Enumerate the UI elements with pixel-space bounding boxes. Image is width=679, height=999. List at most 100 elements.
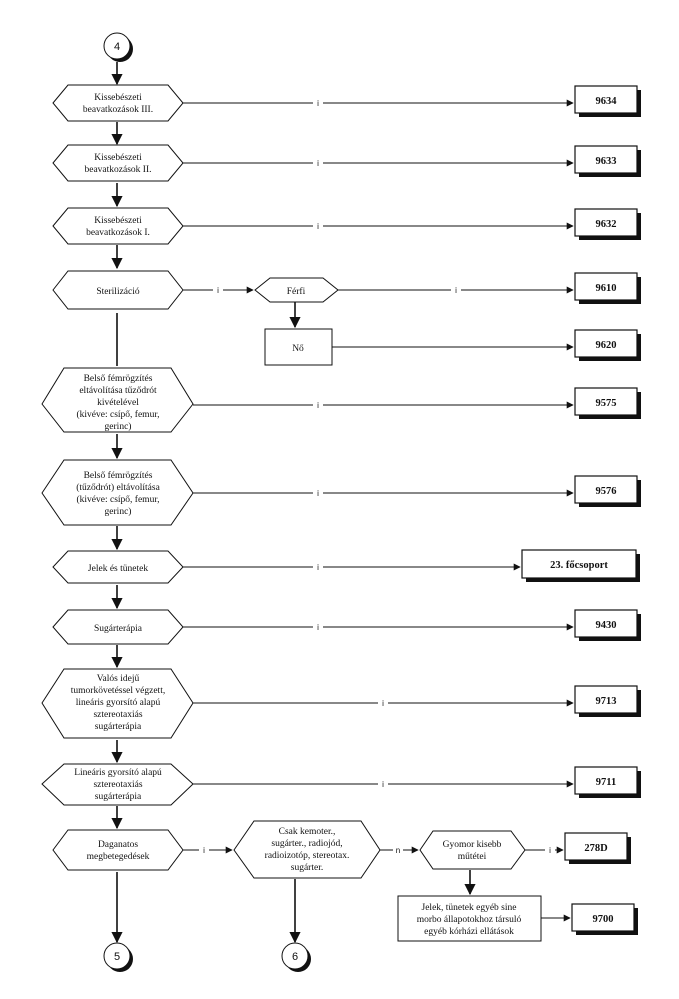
- node-label-line: Valós idejű: [97, 674, 140, 684]
- code-box-9620[interactable]: 9620: [574, 329, 641, 361]
- code-box-23-focsoport[interactable]: 23. főcsoport: [521, 549, 640, 582]
- decision-jelek-es-tunetek[interactable]: Jelek és tünetek: [52, 550, 184, 584]
- edge-label-i: i: [317, 159, 319, 168]
- connector-bottom-left[interactable]: 5: [103, 942, 133, 972]
- code-label: 9633: [596, 156, 617, 167]
- code-box-9711[interactable]: 9711: [574, 766, 641, 798]
- node-label-line: radioizotóp, stereotax.: [265, 851, 350, 861]
- decision-kissebeszeti-3[interactable]: Kissebészeti beavatkozások III.: [52, 84, 184, 122]
- code-label: 9575: [596, 398, 617, 409]
- decision-sterilizacio[interactable]: Sterilizáció: [52, 270, 184, 310]
- node-label-line: lineáris gyorsító alapú: [76, 698, 161, 708]
- node-label-line: Belső fémrögzítés: [84, 470, 153, 481]
- edge-label-i: i: [317, 489, 319, 498]
- decision-sugarterapia[interactable]: Sugárterápia: [52, 609, 184, 645]
- node-label-line: beavatkozások I.: [86, 228, 150, 238]
- decision-belso-femrogzites-2[interactable]: Belső fémrögzítés (tűződrót) eltávolítás…: [41, 459, 194, 526]
- decision-kissebeszeti-2[interactable]: Kissebészeti beavatkozások II.: [52, 144, 184, 182]
- node-label-line: gerinc): [105, 421, 132, 432]
- code-box-9713[interactable]: 9713: [574, 685, 641, 717]
- edge-label-i: i: [317, 99, 319, 108]
- node-label-line: kivételével: [97, 398, 139, 408]
- code-label: 9713: [596, 696, 617, 707]
- code-label: 278D: [584, 843, 608, 854]
- node-label-line: sztereotaxiás: [93, 780, 142, 790]
- edge-label-n: n: [396, 846, 400, 855]
- node-label-line: Sugárterápia: [94, 624, 143, 634]
- code-label: 9634: [596, 96, 618, 107]
- node-label-line: Nő: [292, 344, 304, 354]
- process-no[interactable]: Nő: [264, 328, 333, 366]
- node-label-line: Kissebészeti: [94, 153, 142, 163]
- connector-top-label: 4: [114, 41, 120, 53]
- edge-label-i: i: [317, 401, 319, 410]
- code-box-9633[interactable]: 9633: [574, 145, 641, 177]
- node-label-line: Kissebészeti: [94, 216, 142, 226]
- edge-label-i: i: [317, 563, 319, 572]
- code-box-9430[interactable]: 9430: [574, 609, 641, 641]
- node-label-line: Daganatos: [98, 840, 138, 850]
- node-label-line: gerinc): [105, 506, 132, 517]
- node-label-line: megbetegedések: [87, 852, 150, 862]
- node-label-line: Gyomor kisebb: [443, 840, 502, 850]
- code-label: 9620: [596, 340, 617, 351]
- code-label: 9576: [596, 486, 617, 497]
- code-label: 9610: [596, 283, 617, 294]
- node-label-line: beavatkozások III.: [83, 105, 153, 115]
- node-label-line: egyéb kórházi ellátások: [424, 927, 514, 937]
- edge-label-i: i: [317, 222, 319, 231]
- node-label-line: Jelek és tünetek: [88, 564, 148, 574]
- node-label-line: Sterilizáció: [96, 287, 140, 297]
- main-spine: [111, 62, 476, 944]
- edge-label-i: i: [203, 846, 205, 855]
- edge-labels: i i i i i i i i i i i i n i: [199, 98, 555, 855]
- node-label-line: sugárter.: [291, 863, 323, 873]
- code-box-9610[interactable]: 9610: [574, 272, 641, 304]
- code-label: 23. főcsoport: [550, 560, 608, 571]
- connector-top[interactable]: 4: [103, 32, 133, 62]
- node-label-line: (kivéve: csípő, femur,: [77, 494, 160, 505]
- code-box-9634[interactable]: 9634: [574, 85, 641, 117]
- connector-bottom-left-label: 5: [114, 951, 120, 963]
- edge-label-i: i: [382, 780, 384, 789]
- process-jelek-egyeb[interactable]: Jelek, tünetek egyéb sine morbo állapoto…: [397, 895, 542, 942]
- edge-label-i: i: [217, 286, 219, 295]
- node-label-line: Férfi: [287, 286, 306, 297]
- node-label-line: sugárterápia: [95, 792, 142, 802]
- code-box-278d[interactable]: 278D: [564, 832, 631, 864]
- connector-bottom-mid[interactable]: 6: [281, 942, 311, 972]
- edge-label-i: i: [549, 846, 551, 855]
- decision-daganatos[interactable]: Daganatos megbetegedések: [52, 829, 184, 871]
- decision-valos-ideju[interactable]: Valós idejű tumorkövetéssel végzett, lin…: [41, 668, 194, 739]
- node-label-line: Belső fémrögzítés: [84, 373, 153, 384]
- node-label-line: morbo állapotokhoz társuló: [417, 915, 522, 925]
- node-label-line: Csak kemoter.,: [279, 827, 336, 837]
- code-label: 9430: [596, 620, 617, 631]
- edge-label-i: i: [317, 623, 319, 632]
- decision-ferfi[interactable]: Férfi: [254, 277, 339, 303]
- code-box-9576[interactable]: 9576: [574, 475, 641, 507]
- node-label-line: Lineáris gyorsító alapú: [74, 768, 162, 778]
- horizontal-edges: [183, 99, 574, 922]
- edge-label-i: i: [455, 286, 457, 295]
- code-box-9575[interactable]: 9575: [574, 387, 641, 419]
- code-box-9632[interactable]: 9632: [574, 208, 641, 240]
- decision-belso-femrogzites-1[interactable]: Belső fémrögzítés eltávolítása tűződrót …: [41, 367, 194, 433]
- code-label: 9700: [593, 914, 614, 925]
- node-label-line: Kissebészeti: [94, 93, 142, 103]
- node-label-line: beavatkozások II.: [85, 165, 152, 175]
- decision-csak-kemoter[interactable]: Csak kemoter., sugárter., radiojód, radi…: [233, 820, 381, 879]
- decision-kissebeszeti-1[interactable]: Kissebészeti beavatkozások I.: [52, 207, 184, 245]
- code-label: 9711: [596, 777, 616, 788]
- decision-gyomor[interactable]: Gyomor kisebb műtétei: [419, 830, 526, 870]
- node-label-line: sugárter., radiojód,: [271, 839, 342, 849]
- node-label-line: műtétei: [458, 852, 487, 862]
- decision-linearis-gyorsito[interactable]: Lineáris gyorsító alapú sztereotaxiás su…: [41, 763, 194, 806]
- code-label: 9632: [596, 219, 617, 230]
- node-label-line: tumorkövetéssel végzett,: [71, 686, 165, 696]
- node-label-line: sugárterápia: [95, 722, 142, 732]
- node-label-line: Jelek, tünetek egyéb sine: [422, 903, 517, 913]
- code-box-9700[interactable]: 9700: [571, 903, 638, 935]
- connector-bottom-mid-label: 6: [292, 951, 298, 963]
